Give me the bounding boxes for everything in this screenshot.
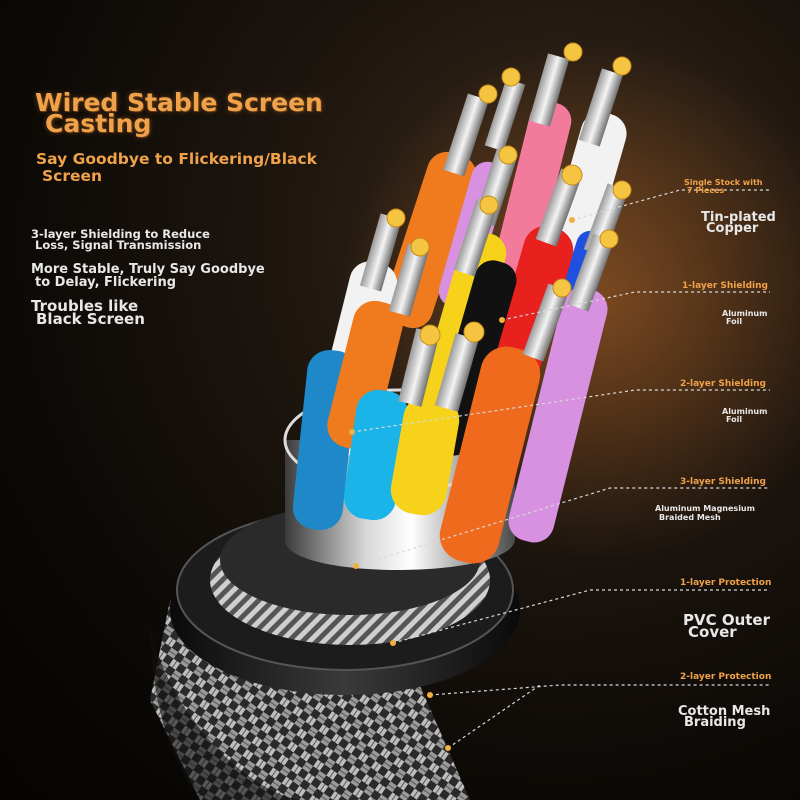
shield3-desc-a: Aluminum Magnesium	[655, 504, 755, 513]
shield1-label: 1-layer Shielding	[682, 281, 768, 291]
copper-label-b: 7 Pieces	[687, 186, 725, 195]
headline-title-line1: Wired Stable Screen	[35, 88, 323, 117]
headline-subtitle-line1: Say Goodbye to Flickering/Black	[36, 150, 317, 168]
prot2-desc-a: Cotton Mesh	[678, 704, 771, 719]
inner-wires	[292, 42, 632, 564]
shield3-label: 3-layer Shielding	[680, 477, 766, 487]
copper-desc-b: Copper	[706, 221, 759, 236]
callout-lines	[351, 189, 770, 749]
shield2-label: 2-layer Shielding	[680, 379, 766, 389]
copper-label-a: Single Stock with	[684, 178, 763, 187]
feature-line-3b: Black Screen	[36, 310, 145, 328]
shield2-desc-a: Aluminum	[722, 407, 768, 416]
prot2-label: 2-layer Protection	[680, 672, 772, 682]
headline-title-line2: Casting	[45, 109, 152, 138]
feature-line-3a: Troubles like	[31, 297, 139, 315]
shield1-desc-a: Aluminum	[722, 309, 768, 318]
prot2-desc-b: Braiding	[684, 715, 746, 730]
shield2-desc-b: Foil	[726, 415, 743, 424]
feature-line-2b: to Delay, Flickering	[35, 275, 177, 290]
prot1-label: 1-layer Protection	[680, 578, 772, 588]
feature-line-1a: 3-layer Shielding to Reduce	[31, 227, 210, 241]
shield3-desc-b: Braided Mesh	[659, 513, 721, 522]
headline-subtitle-line2: Screen	[42, 167, 103, 185]
prot1-desc-a: PVC Outer	[683, 611, 771, 629]
callout-dots	[349, 217, 575, 751]
feature-line-2a: More Stable, Truly Say Goodbye	[31, 262, 265, 277]
prot1-desc-b: Cover	[688, 623, 737, 641]
copper-desc-a: Tin-plated	[701, 210, 776, 225]
feature-line-1b: Loss, Signal Transmission	[35, 238, 202, 252]
shield1-desc-b: Foil	[726, 317, 743, 326]
